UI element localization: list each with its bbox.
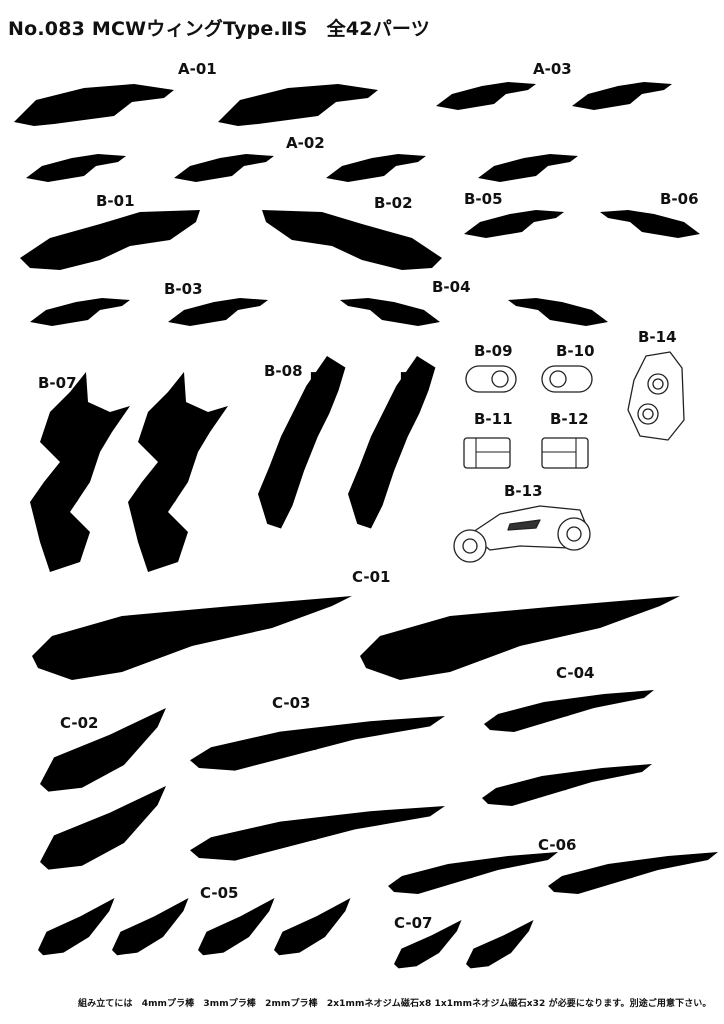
label-b12: B-12 — [550, 410, 589, 428]
part-a02-4 — [478, 154, 578, 182]
page-title: No.083 MCWウィングType.ⅡS 全42パーツ — [8, 18, 430, 40]
part-c04-bottom — [482, 764, 652, 806]
part-c06-right — [548, 852, 718, 894]
label-c06: C-06 — [538, 836, 576, 854]
label-b07: B-07 — [38, 374, 77, 392]
part-b04-left — [340, 298, 440, 326]
part-c07-right — [466, 920, 534, 969]
part-b02 — [262, 210, 442, 270]
part-a03-right — [572, 82, 672, 110]
part-b06 — [600, 210, 700, 238]
part-a02-3 — [326, 154, 426, 182]
label-b11: B-11 — [474, 410, 513, 428]
part-a02-1 — [26, 154, 126, 182]
part-c02-top — [40, 708, 166, 792]
label-c02: C-02 — [60, 714, 98, 732]
part-c05-2 — [112, 898, 189, 956]
label-b13: B-13 — [504, 482, 543, 500]
part-c01-left — [32, 596, 352, 680]
part-a02-2 — [174, 154, 274, 182]
label-a03: A-03 — [533, 60, 572, 78]
part-c01-right — [360, 596, 680, 680]
part-c02-bottom — [40, 786, 166, 870]
label-c01: C-01 — [352, 568, 390, 586]
part-c06-left — [388, 852, 558, 894]
label-b05: B-05 — [464, 190, 503, 208]
label-a02: A-02 — [286, 134, 325, 152]
part-c05-4 — [274, 898, 351, 956]
part-b03-right — [168, 298, 268, 326]
part-b10 — [541, 365, 593, 393]
label-b01: B-01 — [96, 192, 135, 210]
part-b08-left — [258, 356, 346, 529]
part-a01-right — [218, 84, 378, 126]
part-a01-left — [14, 84, 174, 126]
part-c05-1 — [38, 898, 115, 956]
label-c04: C-04 — [556, 664, 594, 682]
label-b02: B-02 — [374, 194, 413, 212]
part-a03-left — [436, 82, 536, 110]
label-b10: B-10 — [556, 342, 595, 360]
part-b13 — [453, 505, 591, 563]
part-b11 — [463, 437, 511, 469]
label-b06: B-06 — [660, 190, 699, 208]
part-b03-left — [30, 298, 130, 326]
label-a01: A-01 — [178, 60, 217, 78]
label-b04: B-04 — [432, 278, 471, 296]
part-b09 — [465, 365, 517, 393]
label-b03: B-03 — [164, 280, 203, 298]
part-b07-right — [128, 372, 228, 572]
label-b14: B-14 — [638, 328, 677, 346]
label-c07: C-07 — [394, 914, 432, 932]
part-b12 — [541, 437, 589, 469]
part-b05 — [464, 210, 564, 238]
assembly-note: 組み立てには 4mmプラ棒 3mmプラ棒 2mmプラ棒 2x1mmネオジム磁石x… — [78, 999, 712, 1009]
part-c05-3 — [198, 898, 275, 956]
part-b14 — [627, 351, 685, 441]
part-b01 — [20, 210, 200, 270]
part-b04-right — [508, 298, 608, 326]
part-c03-top — [190, 716, 445, 771]
part-c03-bottom — [190, 806, 445, 861]
label-c03: C-03 — [272, 694, 310, 712]
part-b07-left — [30, 372, 130, 572]
label-c05: C-05 — [200, 884, 238, 902]
part-c04-top — [484, 690, 654, 732]
part-b08-right — [348, 356, 436, 529]
label-b08: B-08 — [264, 362, 303, 380]
label-b09: B-09 — [474, 342, 513, 360]
